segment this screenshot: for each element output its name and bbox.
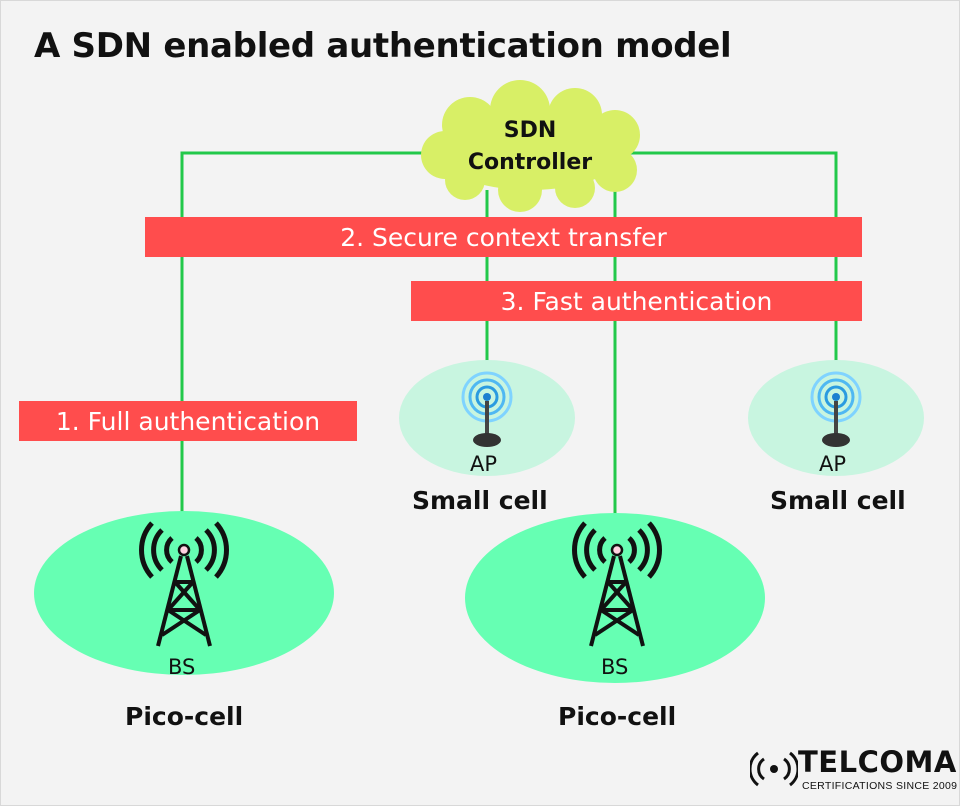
pico-cell-left-name: Pico-cell [125,702,244,731]
secure-context-transfer-banner: 2. Secure context transfer [145,217,862,257]
pico-cell-center-station: BS [601,655,629,679]
full-authentication-banner: 1. Full authentication [19,401,357,441]
link-controller-small-right [620,151,838,362]
pico-cell-center-name: Pico-cell [558,702,677,731]
link-controller-pico-left [180,151,450,512]
small-cell-left-name: Small cell [412,486,548,515]
signal-icon [750,751,798,787]
cell-tower-icon [572,521,662,647]
small-cell-right-name: Small cell [770,486,906,515]
pico-cell-center-area [465,513,765,683]
sdn-controller-cloud [421,80,640,212]
pico-cell-left-station: BS [168,655,196,679]
access-point-icon [810,371,862,447]
page-title: A SDN enabled authentication model [34,26,732,66]
sdn-controller-line1: SDN [503,118,557,143]
fast-authentication-banner: 3. Fast authentication [411,281,862,321]
sdn-controller-line2: Controller [467,150,593,175]
small-cell-left-station: AP [470,452,498,476]
logo-name: TELCOMA [798,745,957,779]
cell-tower-icon [139,521,229,647]
telcoma-logo: TELCOMA CERTIFICATIONS SINCE 2009 [750,745,957,795]
access-point-icon [461,371,513,447]
small-cell-right-station: AP [819,452,847,476]
sdn-controller-label: SDN Controller [420,115,640,179]
logo-tagline: CERTIFICATIONS SINCE 2009 [802,780,958,792]
